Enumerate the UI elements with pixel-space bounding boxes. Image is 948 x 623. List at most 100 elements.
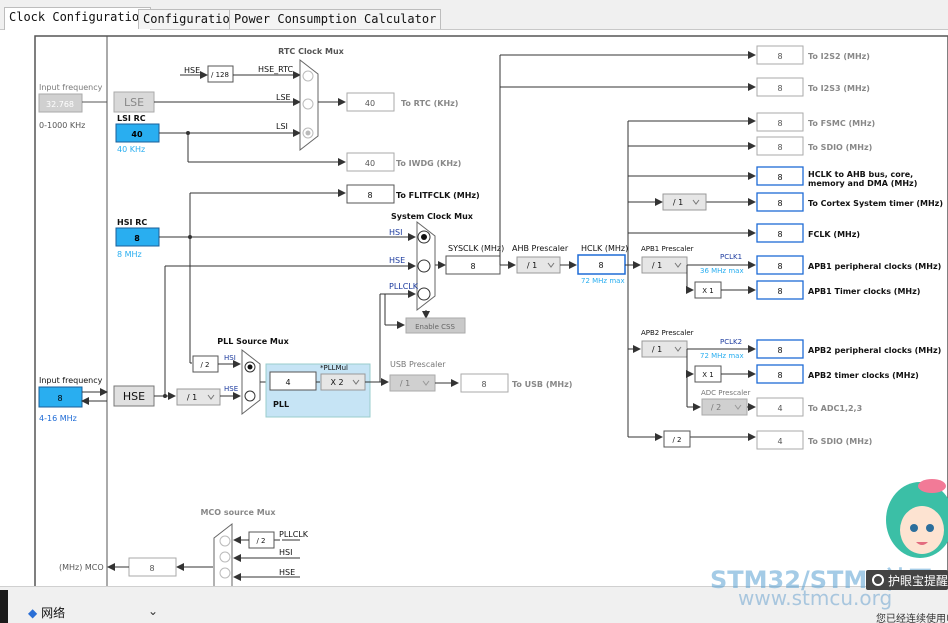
rtc-output-value: 40 [365,99,375,108]
i2s2-output-value: 8 [777,52,782,61]
hclk-ahb-label-line2: memory and DMA (MHz) [808,179,917,188]
mco-hsi-label: HSI [279,548,292,557]
adc-output-box [756,397,804,417]
pll-mux-hse-label: HSE [224,385,238,393]
flitfclk-output-box [346,184,395,204]
pclk1-label: PCLK1 [720,253,742,261]
sdio2-output-box [756,430,804,450]
hse-input-frequency-label: Input frequency [39,376,103,385]
pll-label: PLL [273,400,289,409]
apb1-chevron-down-icon [674,262,682,268]
flitfclk-output-label: To FLITFCLK (MHz) [396,191,480,200]
sdio-output-label: To SDIO (MHz) [808,143,872,152]
i2s3-output-box [756,77,804,97]
tab-clock-configuration[interactable]: Clock Configuration [4,7,152,30]
apb1-timer-output-box[interactable] [756,280,804,300]
enable-css-button[interactable] [405,317,466,334]
watermark-url: www.stmcu.org [738,586,893,610]
hclk-ahb-output-box[interactable] [756,166,804,186]
pll-source-mux-title: PLL Source Mux [217,337,289,346]
status-bar [0,586,948,623]
rtc-lsi-label: LSI [276,122,288,131]
mco-hse-label: HSE [279,568,295,577]
apb2-periph-output-value: 8 [777,346,782,355]
mco-radio-hsi[interactable] [219,551,231,563]
apb2-periph-output-box[interactable] [756,339,804,359]
clock-tree-diagram: Input frequency 32.768 0-1000 KHz LSE LS… [34,35,948,586]
tab-bar: Clock Configuration Configuration Power … [0,0,948,30]
fclk-output-value: 8 [777,230,782,239]
tab-power-consumption-calculator[interactable]: Power Consumption Calculator [229,9,442,29]
fclk-output-box[interactable] [756,223,804,243]
hse-div-chevron-down-icon [207,394,215,400]
apb1-timer-output-value: 8 [777,287,782,296]
lse-input-field[interactable] [38,93,83,113]
rtc-div128-box[interactable] [207,65,234,83]
apb1-prescaler-value: / 1 [652,261,662,270]
mco-radio-hse[interactable] [219,567,231,579]
apb2-prescaler-select[interactable] [641,340,688,358]
pllmul-value: X 2 [330,378,343,387]
sdio2-output-label: To SDIO (MHz) [808,437,872,446]
sysmux-radio-pllclk[interactable] [417,287,431,301]
tab-configuration[interactable]: Configuration [138,9,242,29]
mco-radio-pllclk[interactable] [219,535,231,547]
enable-css-label: Enable CSS [415,323,455,331]
mco-output-label: (MHz) MCO [59,563,104,572]
sysclk-value: 8 [470,262,475,271]
hsi-rc-value: 8 [134,234,140,243]
network-item[interactable]: ◆ 网络 [28,604,65,621]
eye-care-reminder-button[interactable]: 护眼宝提醒 [866,570,948,590]
ahb-chevron-down-icon [547,262,555,268]
usb-chevron-down-icon [422,380,430,386]
sysmux-hsi-label: HSI [389,228,402,237]
adc-prescaler-select[interactable] [701,398,748,416]
ahb-prescaler-select[interactable] [516,256,561,274]
eye-care-subtext: 您已经连续使用电脑1小时 [876,614,948,623]
clock-tree-canvas: Input frequency 32.768 0-1000 KHz LSE LS… [0,30,948,586]
adc-prescaler-value: / 2 [711,403,721,412]
i2s2-output-box [756,45,804,65]
iwdg-output-box [346,152,395,172]
apb1-periph-output-label: APB1 peripheral clocks (MHz) [808,262,941,271]
apb1-timer-mul: X 1 [702,287,713,295]
cortex-div-value: / 1 [673,198,683,207]
sysmux-radio-hse[interactable] [417,259,431,273]
cortex-output-box[interactable] [756,192,804,212]
apb1-prescaler-select[interactable] [641,256,688,274]
apb1-periph-output-box[interactable] [756,255,804,275]
mascot-image [860,470,948,623]
pll-mux-radio-hse[interactable] [244,390,256,402]
lsi-freq: 40 KHz [117,145,145,154]
network-chevron-down-icon[interactable]: ⌄ [148,604,159,618]
hse-block-label: HSE [123,390,145,403]
mco-output-value: 8 [149,564,154,573]
rtc-output-box [346,92,395,112]
fclk-output-label: FCLK (MHz) [808,230,860,239]
rtc-mux-radio-lse[interactable] [302,98,314,110]
hse-input-value: 8 [57,394,62,403]
cortex-div-select[interactable] [662,193,707,211]
hse-div-select[interactable] [176,388,221,406]
hclk-ahb-output-value: 8 [777,173,782,182]
usb-prescaler-select[interactable] [389,374,436,392]
mascot-figure-icon [886,479,948,558]
rtc-mux-radio-hse[interactable] [302,70,314,82]
hsi-rc-label: HSI RC [117,218,147,227]
hsi-freq: 8 MHz [117,250,142,259]
sysmux-pllclk-label: PLLCLK [389,282,419,291]
rtc-hse-rtc-label: HSE_RTC [258,65,294,74]
apb1-prescaler-label: APB1 Prescaler [641,245,694,253]
pll-hsi-div2: / 2 [200,361,209,369]
i2s3-output-value: 8 [777,84,782,93]
apb2-timer-output-value: 8 [777,371,782,380]
ahb-prescaler-label: AHB Prescaler [512,244,569,253]
lse-input-value: 32.768 [46,100,74,109]
apb2-prescaler-value: / 1 [652,345,662,354]
taskbar-edge [0,590,8,623]
mco-div2: / 2 [256,537,265,545]
eye-care-icon [872,574,884,586]
lse-block-label: LSE [124,96,144,109]
apb2-timer-output-box[interactable] [756,364,804,384]
